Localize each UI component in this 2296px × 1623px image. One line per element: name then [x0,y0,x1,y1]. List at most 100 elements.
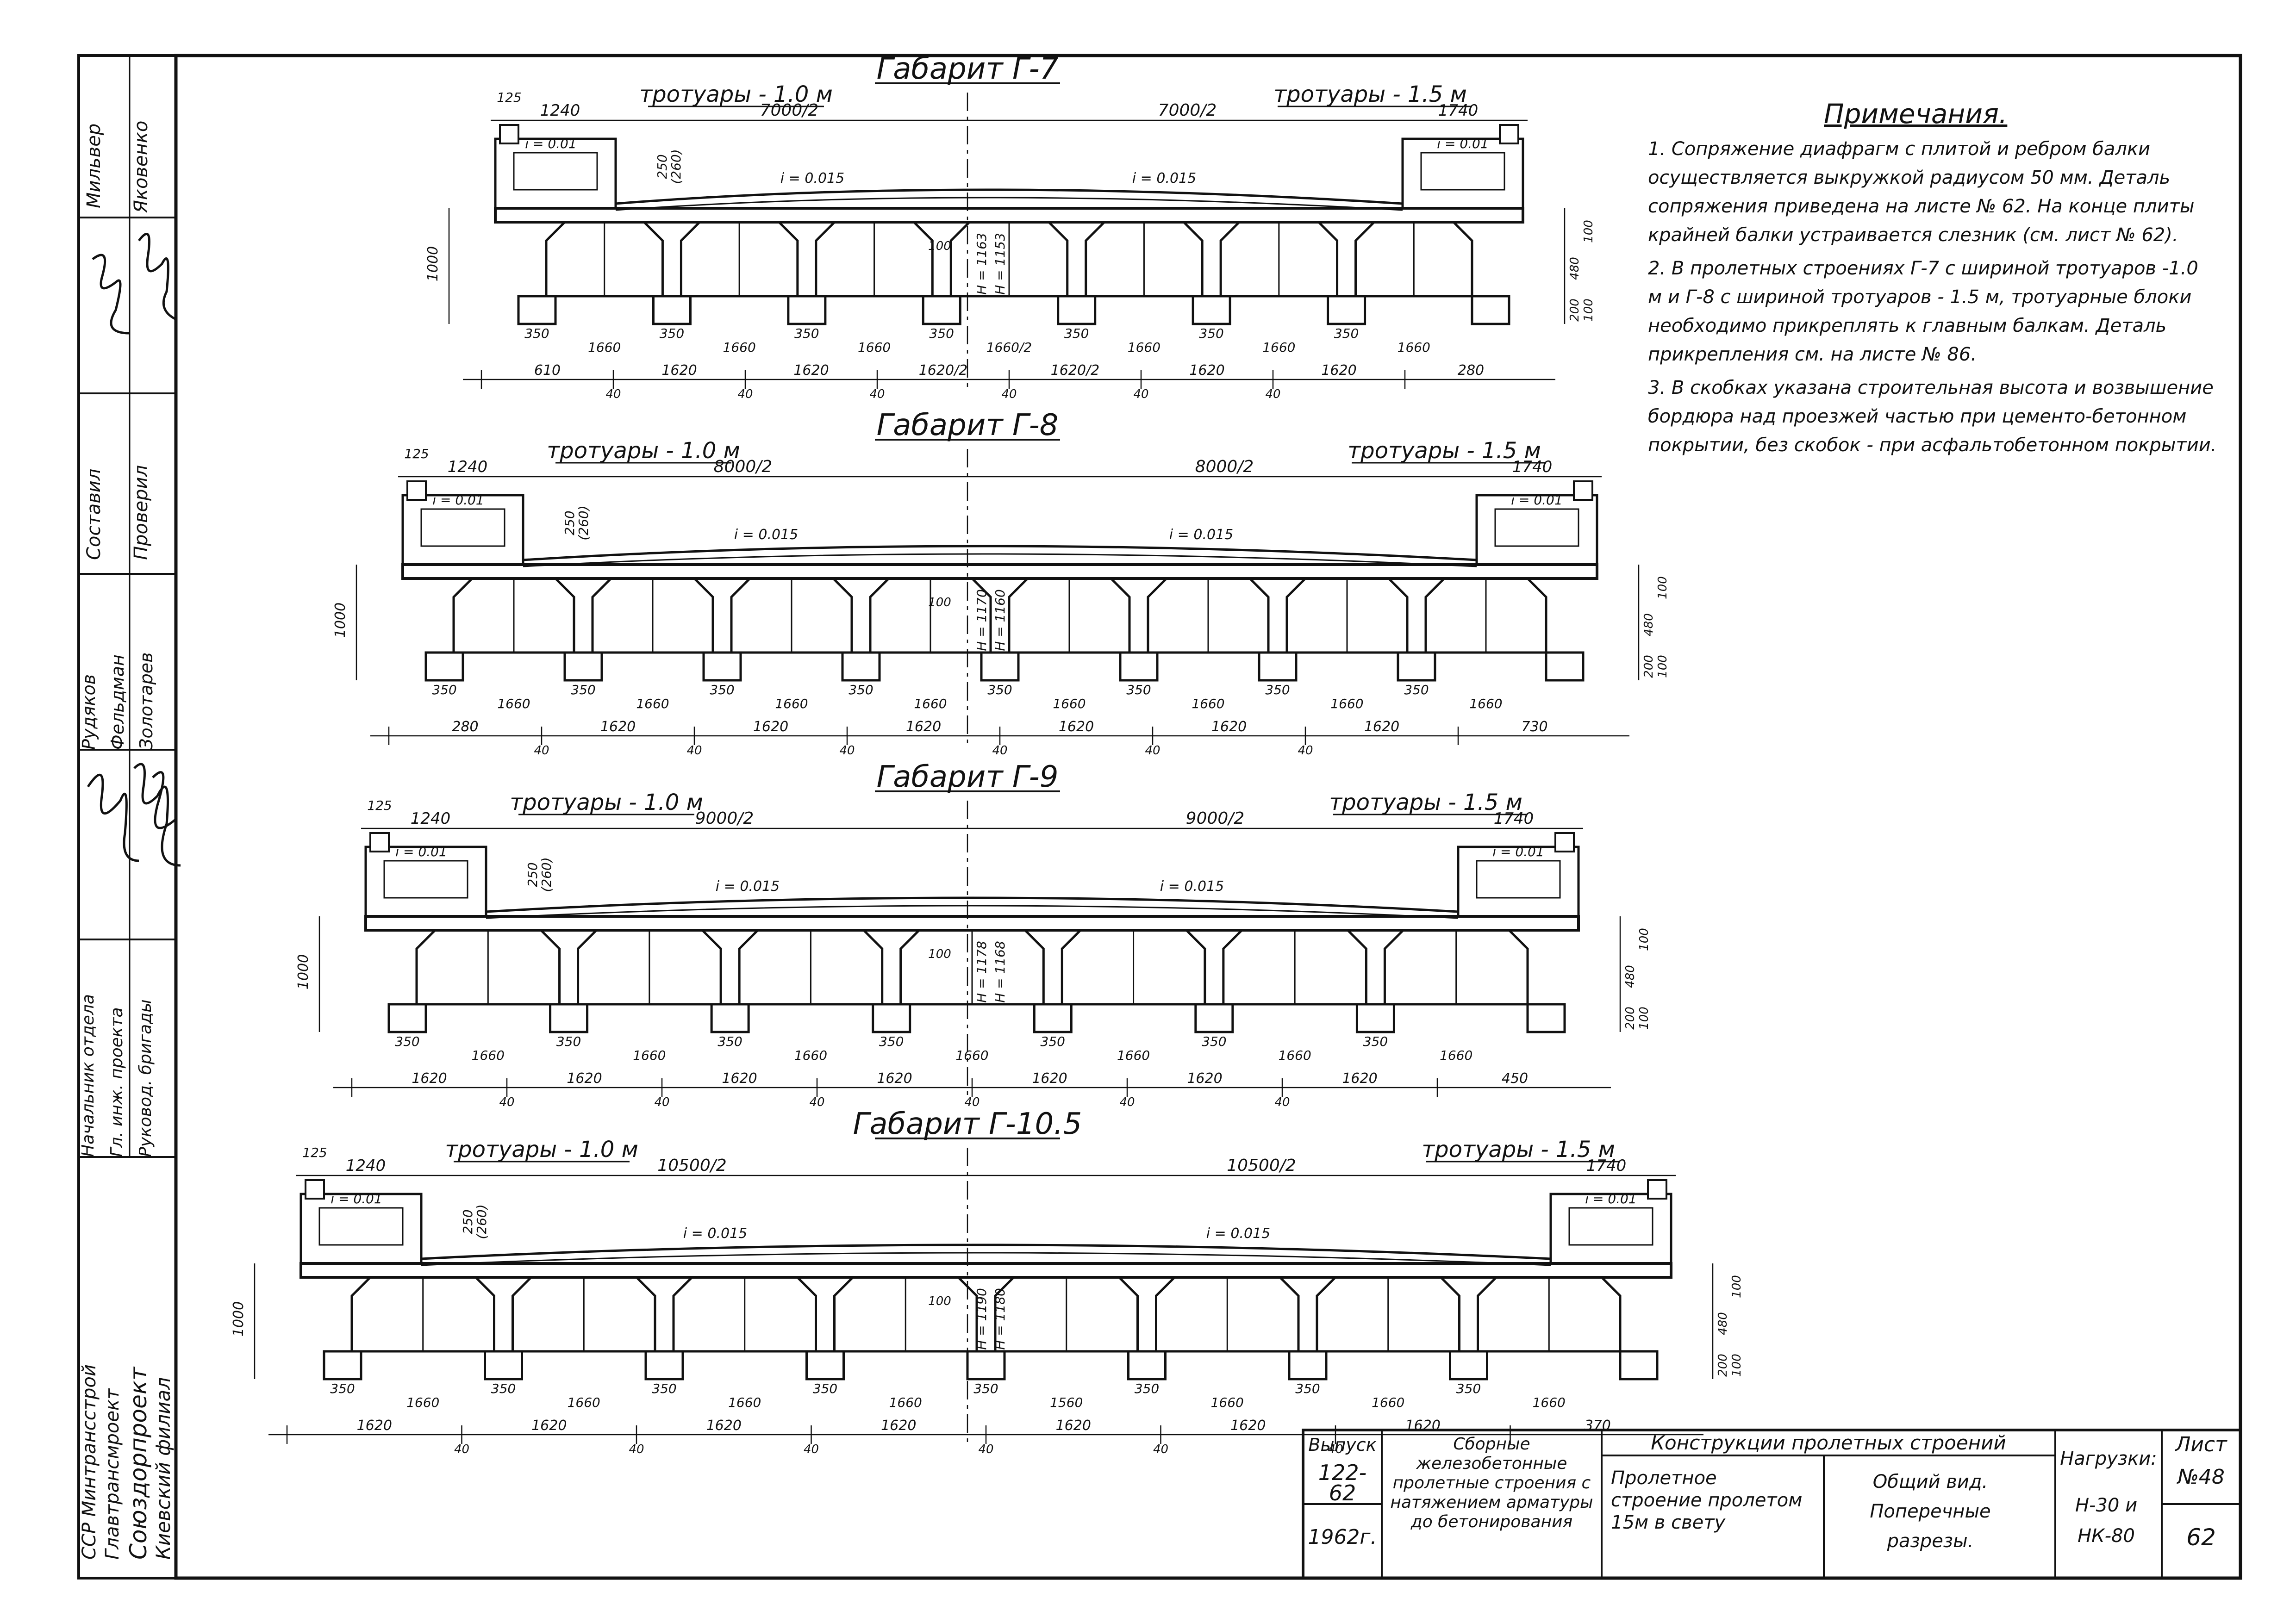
railing-post-left-0 [499,124,519,144]
right-h-1-3: 100 [1730,1275,1744,1298]
bottom-span-1-3: 1620 [906,719,941,735]
joint-3-1: 40 [454,1443,469,1456]
slope-walk-left-3: i = 0.01 [331,1191,382,1206]
walk-right-2: тротуары - 1.5 м [1329,790,1522,815]
view-title: Общий вид. Поперечные разрезы. [1870,1471,1991,1552]
bottom-span-3-7: 370 [1585,1418,1611,1434]
deck-slab-2 [364,915,1580,932]
bottom-span-0-4: 1620/2 [1051,362,1100,379]
gap-0-1: 1660 [723,340,756,355]
h-total-0: 1000 [425,246,441,281]
note-2: 2. В пролетных строениях Г-7 с шириной т… [1648,258,2198,365]
slope-walk-right-2: i = 0.01 [1492,844,1544,859]
dim-left-w-0: 1240 [540,101,580,120]
right-h-2-1: 200 [1642,655,1656,678]
road-surface-0 [615,188,1403,205]
h-total-2: 1000 [295,954,312,989]
bottom-span-2-6: 1620 [1342,1070,1377,1087]
sheet-number: №48 [2177,1465,2225,1489]
rib-foot-3-3 [805,1350,845,1380]
right-h-3-2: 100 [1637,1007,1651,1030]
walk-left-3: тротуары - 1.0 м [445,1137,638,1163]
pave-2: 250 [525,862,540,887]
slope-road-left-0: i = 0.015 [780,170,844,187]
joint-0-5: 40 [1133,387,1148,401]
rib-foot-1-5 [1119,651,1159,682]
beam-w-1-3: 350 [849,682,873,697]
issue-label: Выпуск [1308,1435,1377,1455]
rib-foot-3-6 [1288,1350,1328,1380]
joint-1-4: 40 [992,744,1007,758]
gap-2-5: 1660 [1279,1048,1311,1063]
notes-block: Примечания. 1. Сопряжение диафрагм с пли… [1648,99,2217,464]
beam-w-3-6: 350 [1295,1381,1320,1396]
beam-w-2-3: 350 [879,1034,904,1049]
dim-half-left-1: 8000/2 [714,457,773,476]
object-title: Пролетное строение пролетом 15м в свету [1611,1468,1803,1533]
gap-1-7: 1660 [1469,696,1502,711]
rib-foot-0-5 [1192,295,1231,325]
rib-2: 100 [928,947,951,961]
sidewalk-left-inner-0 [513,152,598,191]
note-3: 3. В скобках указана строительная высота… [1648,377,2217,456]
road-surface-3 [421,1244,1551,1260]
sheet-page: 62 [2186,1524,2216,1551]
bottom-span-0-2: 1620 [793,362,829,379]
rib-foot-2-1 [549,1003,589,1033]
beam-w-0-2: 350 [794,326,819,341]
gap-1-5: 1660 [1192,696,1224,711]
gap-0-2: 1660 [858,340,891,355]
h-center-0: H = 1163 [974,233,989,295]
walk-right-3: тротуары - 1.5 м [1422,1137,1615,1163]
rib-foot-0-2 [787,295,827,325]
right-h-2-2: 200 [1623,1007,1637,1030]
bottom-span-3-2: 1620 [706,1418,742,1434]
h-center-alt-0: H = 1153 [992,233,1008,295]
slope-road-right-3: i = 0.015 [1206,1225,1270,1242]
beam-w-1-0: 350 [432,682,456,697]
right-h-2-0: 200 [1568,298,1582,322]
bottom-span-2-2: 1620 [722,1070,757,1087]
deck-slab-0 [494,207,1524,224]
beam-w-3-3: 350 [813,1381,837,1396]
railing-post-right-1 [1573,480,1593,501]
right-h-0-0: 480 [1568,257,1582,280]
gap-1-2: 1660 [775,696,808,711]
joint-3-4: 40 [978,1443,993,1456]
beam-w-2-2: 350 [718,1034,742,1049]
section-title-3: Габарит Г-10.5 [853,1107,1082,1141]
bottom-span-2-0: 1620 [412,1070,447,1087]
pave-alt-1: (260) [576,505,591,540]
bottom-span-0-1: 1620 [661,362,697,379]
section-title-1: Габарит Г-8 [877,408,1059,442]
gap-1-1: 1660 [636,696,669,711]
rib-foot-0-4 [1057,295,1097,325]
deck-slab-1 [401,563,1598,580]
slope-walk-left-1: i = 0.01 [432,492,484,508]
joint-3-2: 40 [629,1443,644,1456]
issue-number: 122-62 [1318,1460,1367,1505]
gap-0-5: 1660 [1262,340,1295,355]
dim-left-w-1: 1240 [448,458,488,476]
bottom-span-1-5: 1620 [1211,719,1247,735]
beam-w-2-4: 350 [1041,1034,1065,1049]
h-total-3: 1000 [231,1301,247,1337]
joint-2-4: 40 [964,1095,980,1109]
joint-0-3: 40 [869,387,885,401]
rib-foot-2-3 [872,1003,911,1033]
beam-w-2-5: 350 [1202,1034,1226,1049]
gap-1-4: 1660 [1053,696,1086,711]
curb-top-3: 125 [302,1145,327,1160]
joint-1-1: 40 [534,744,549,758]
dim-half-right-3: 10500/2 [1227,1156,1296,1175]
bottom-span-0-7: 280 [1458,362,1484,379]
joint-0-6: 40 [1265,387,1280,401]
bottom-span-0-0: 610 [534,362,561,379]
railing-post-right-2 [1554,832,1575,852]
beam-w-1-7: 350 [1404,682,1429,697]
beam-w-2-6: 350 [1363,1034,1388,1049]
bottom-span-0-6: 1620 [1321,362,1356,379]
beam-w-0-1: 350 [660,326,684,341]
railing-post-left-1 [406,480,427,501]
gap-0-6: 1660 [1398,340,1430,355]
